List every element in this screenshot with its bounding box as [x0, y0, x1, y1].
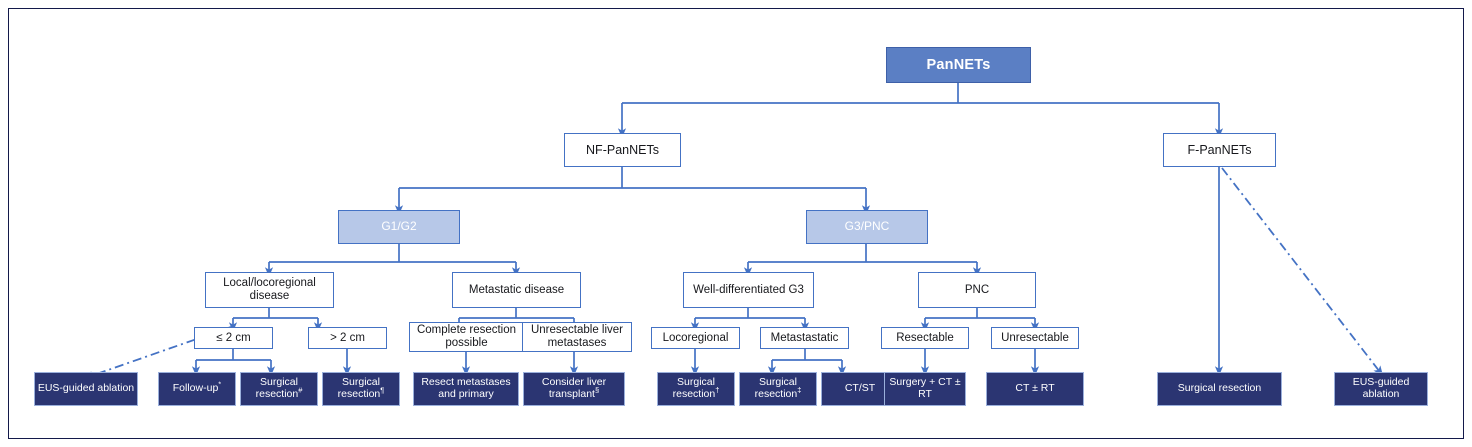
node-pnc[interactable]: PNC [918, 272, 1036, 308]
node-gt-2cm[interactable]: > 2 cm [308, 327, 387, 349]
node-label: Local/locoregional disease [223, 277, 316, 302]
footnote-marker: * [218, 379, 222, 389]
node-complete-resection-possible[interactable]: Complete resection possible [409, 322, 524, 352]
node-label: Surgical resection† [672, 376, 720, 400]
node-label: Consider liver transplant§ [541, 376, 607, 400]
node-unresectable-liver-metastases[interactable]: Unresectable liver metastases [522, 322, 632, 352]
terminal-surgical-resection-hash[interactable]: Surgical resection# [240, 372, 318, 406]
node-locoregional[interactable]: Locoregional [651, 327, 740, 349]
terminal-resect-metastases-and-primary[interactable]: Resect metastases and primary [413, 372, 519, 406]
node-label: Follow-up* [172, 379, 222, 395]
node-metastatic-disease[interactable]: Metastatic disease [452, 272, 581, 308]
node-label: PanNETs [926, 56, 991, 73]
footnote-marker: # [298, 385, 303, 395]
node-label: Surgical resection# [255, 376, 303, 400]
node-nf-pannets[interactable]: NF-PanNETs [564, 133, 681, 167]
terminal-surgical-resection-dagger[interactable]: Surgical resection† [657, 372, 735, 406]
node-g3-pnc[interactable]: G3/PNC [806, 210, 928, 244]
node-label: NF-PanNETs [586, 143, 659, 157]
terminal-follow-up[interactable]: Follow-up* [158, 372, 236, 406]
terminal-surgical-resection-double-dagger[interactable]: Surgical resection‡ [739, 372, 817, 406]
node-local-locoregional-disease[interactable]: Local/locoregional disease [205, 272, 334, 308]
node-le-2cm[interactable]: ≤ 2 cm [194, 327, 273, 349]
figure-border [8, 8, 1464, 439]
node-label: Surgical resection‡ [754, 376, 802, 400]
terminal-surgical-resection-pilcrow[interactable]: Surgical resection¶ [322, 372, 400, 406]
node-label: Surgery + CT ± RT [889, 376, 961, 400]
footnote-marker: ‡ [797, 385, 802, 395]
node-metastastatic[interactable]: Metastastatic [760, 327, 849, 349]
terminal-surgery-ct-rt[interactable]: Surgery + CT ± RT [884, 372, 966, 406]
node-label: Metastastatic [770, 331, 839, 344]
node-label: PNC [964, 283, 990, 296]
terminal-eus-guided-ablation-left[interactable]: EUS-guided ablation [34, 372, 138, 406]
node-label: ≤ 2 cm [216, 331, 251, 344]
terminal-surgical-resection-plain[interactable]: Surgical resection [1157, 372, 1282, 406]
node-label: F-PanNETs [1187, 143, 1252, 157]
node-label: G3/PNC [844, 219, 890, 234]
node-g1-g2[interactable]: G1/G2 [338, 210, 460, 244]
node-label: G1/G2 [381, 219, 417, 234]
footnote-marker: ¶ [380, 385, 385, 395]
node-label: Locoregional [662, 331, 729, 344]
node-f-pannets[interactable]: F-PanNETs [1163, 133, 1276, 167]
node-label: CT/ST [844, 382, 876, 395]
node-label: Surgical resection¶ [337, 376, 385, 400]
node-pannets-root[interactable]: PanNETs [886, 47, 1031, 83]
node-label: CT ± RT [1015, 382, 1055, 395]
node-resectable[interactable]: Resectable [881, 327, 969, 349]
terminal-ct-rt[interactable]: CT ± RT [986, 372, 1084, 406]
node-well-differentiated-g3[interactable]: Well-differentiated G3 [683, 272, 814, 308]
footnote-marker: † [715, 385, 720, 395]
node-label: EUS-guided ablation [1352, 376, 1410, 400]
terminal-consider-liver-transplant[interactable]: Consider liver transplant§ [523, 372, 625, 406]
node-label: Resectable [896, 331, 954, 344]
node-label: Unresectable [1001, 331, 1069, 344]
footnote-marker: § [594, 385, 600, 395]
terminal-eus-guided-ablation-right[interactable]: EUS-guided ablation [1334, 372, 1428, 406]
node-label: Surgical resection [1177, 382, 1262, 395]
node-unresectable[interactable]: Unresectable [991, 327, 1079, 349]
node-label: EUS-guided ablation [37, 382, 135, 395]
node-label: Unresectable liver metastases [530, 324, 624, 349]
node-label: > 2 cm [330, 331, 365, 344]
node-label: Complete resection possible [416, 324, 517, 349]
node-label: Metastatic disease [468, 283, 565, 296]
node-label: Resect metastases and primary [421, 376, 511, 400]
node-label: Well-differentiated G3 [693, 283, 804, 296]
